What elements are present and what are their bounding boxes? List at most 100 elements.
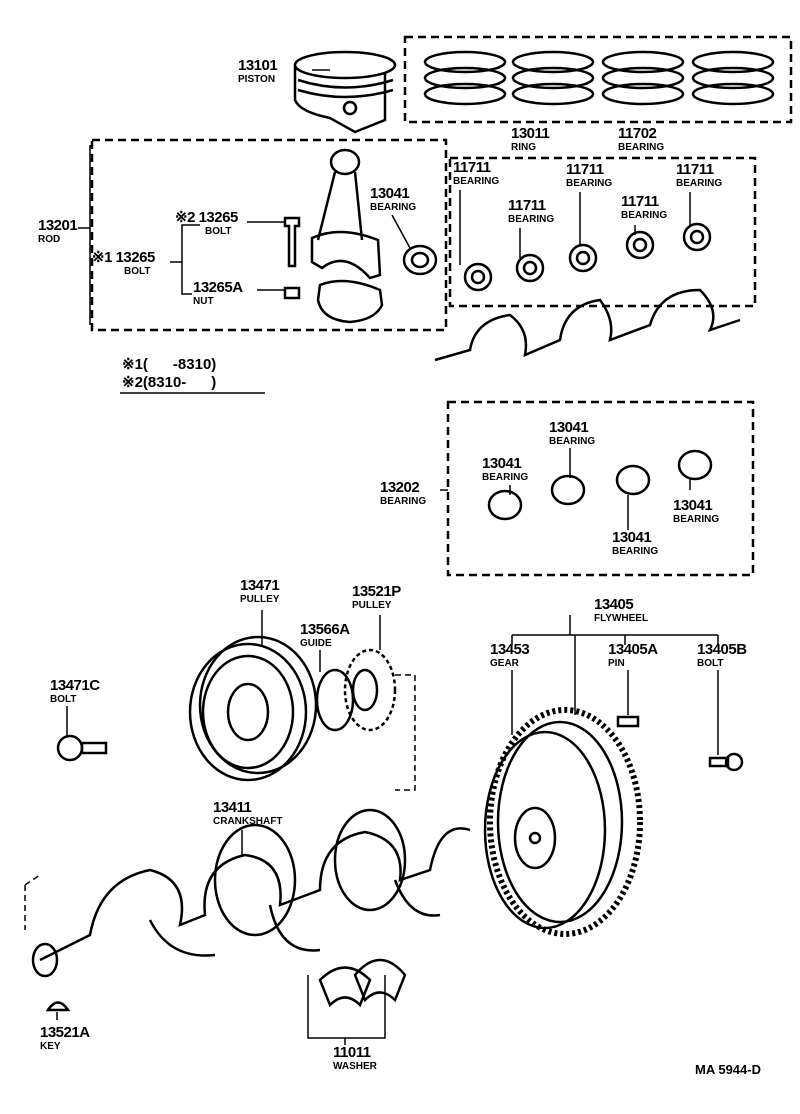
part-name: FLYWHEEL (594, 613, 649, 624)
part-number: 13453 (490, 641, 530, 658)
part-name: NUT (193, 296, 214, 307)
part-number: 13471C (50, 677, 100, 694)
part-number: 13405 (594, 596, 634, 613)
timing-pulley (343, 648, 397, 732)
note-range: (8310- ) (142, 374, 217, 391)
flywheel (483, 707, 643, 937)
note-2: ※2(8310- ) (122, 373, 216, 391)
rod-nut (283, 286, 301, 300)
main-bearings (463, 222, 712, 292)
part-number: 13202 (380, 479, 420, 496)
part-name: BEARING (453, 176, 500, 187)
part-name: GEAR (490, 658, 519, 669)
part-number: 13101 (238, 57, 278, 74)
part-number: 11711 (676, 161, 714, 178)
part-number: 13411 (213, 799, 252, 816)
crankshaft-small (434, 288, 741, 362)
pulley-bolt (56, 734, 108, 762)
part-number: 13521P (352, 583, 401, 600)
connecting-rod (310, 148, 384, 324)
part-name: BOLT (205, 226, 232, 237)
part-name: PULLEY (240, 594, 280, 605)
part-name: BEARING (482, 472, 529, 483)
part-name: BOLT (697, 658, 724, 669)
group-boxes (90, 35, 793, 577)
piston-rings (423, 50, 775, 106)
rod-bearing-box (446, 400, 755, 577)
part-number: ※1 13265 (92, 249, 155, 266)
part-name: BEARING (370, 202, 417, 213)
part-number: 13405B (697, 641, 747, 658)
part-number: 13041 (549, 419, 589, 436)
part-name: BEARING (673, 514, 720, 525)
note-range: ( -8310) (142, 356, 217, 373)
part-number: 13041 (612, 529, 652, 546)
part-name: BEARING (618, 142, 665, 153)
part-number: 13201 (38, 217, 78, 234)
key (45, 1001, 71, 1012)
part-number: 13265A (193, 279, 243, 296)
part-number: ※2 13265 (175, 209, 238, 226)
part-number: 11711 (453, 159, 491, 176)
part-number: 13521A (40, 1024, 90, 1041)
rod-bearings (487, 449, 713, 521)
rod-bolt (283, 216, 301, 268)
part-name: WASHER (333, 1061, 377, 1072)
part-name: BEARING (566, 178, 613, 189)
part-name: BEARING (508, 214, 555, 225)
part-name: BOLT (50, 694, 77, 705)
part-name: BEARING (621, 210, 668, 221)
part-name: PIN (608, 658, 625, 669)
diagram-code: MA 5944-D (695, 1062, 761, 1077)
part-number: 11711 (621, 193, 659, 210)
part-number: 13041 (673, 497, 713, 514)
pin (616, 715, 640, 728)
rod-assembly-box (90, 138, 448, 332)
part-number: 13405A (608, 641, 658, 658)
part-name: ROD (38, 234, 61, 245)
part-name: BEARING (612, 546, 659, 557)
part-name: CRANKSHAFT (213, 816, 283, 827)
part-name: BEARING (676, 178, 723, 189)
flywheel-bolt (708, 752, 744, 772)
rod-bearing (402, 244, 438, 276)
part-name: RING (511, 142, 536, 153)
thrust-washers (318, 958, 407, 1008)
main-bearing-box (448, 156, 757, 308)
part-number: 11711 (508, 197, 546, 214)
note-1: ※1( -8310) (122, 355, 216, 373)
part-number: 13041 (370, 185, 410, 202)
part-name: KEY (40, 1041, 61, 1052)
crank-pulley (188, 635, 318, 782)
part-name: GUIDE (300, 638, 332, 649)
part-name: BEARING (549, 436, 596, 447)
piston (293, 50, 397, 134)
part-number: 11011 (333, 1044, 371, 1061)
part-number: 13566A (300, 621, 350, 638)
ring-set-box (403, 35, 793, 124)
crankshaft (31, 808, 471, 978)
note-mark: ※2 (122, 374, 143, 391)
